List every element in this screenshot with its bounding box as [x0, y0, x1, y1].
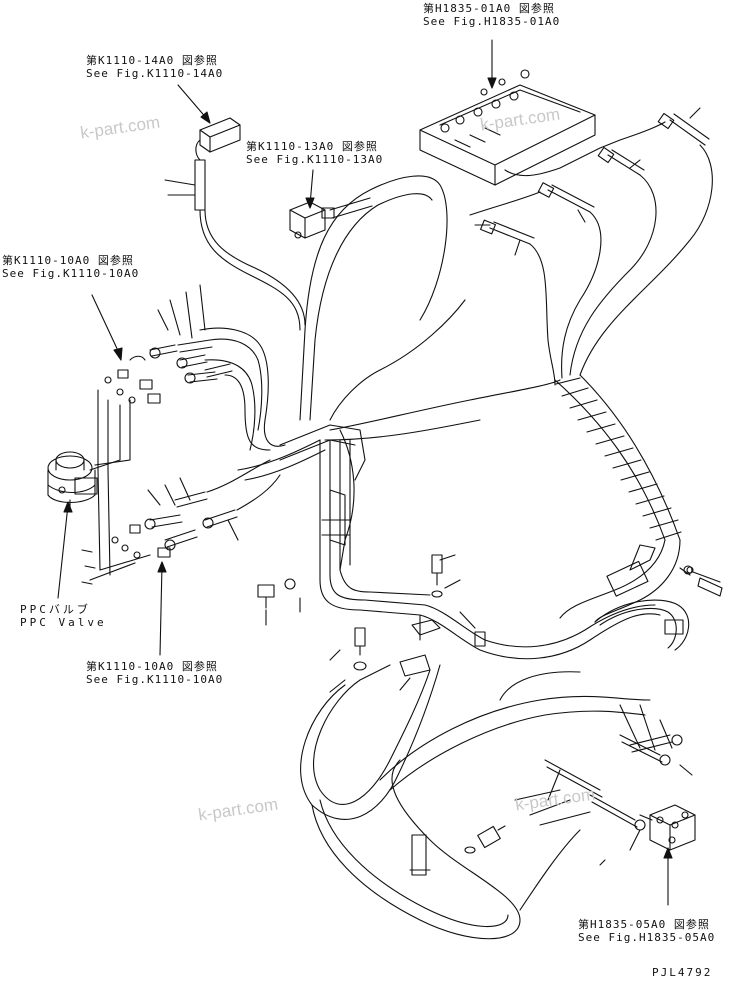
hoses-ppc-top-group: [104, 284, 286, 451]
ref-jp-text: 第H1835-05A0 図参照: [578, 918, 710, 931]
ref-en-text: See Fig.H1835-05A0: [578, 931, 716, 944]
ref-k1110-10a0-top: 第K1110-10A0 図参照 See Fig.K1110-10A0: [2, 254, 139, 280]
hose-fittings-bottom-right: [464, 566, 694, 866]
component-k1110-14a0: [164, 117, 241, 211]
control-block-bottom-right: [639, 804, 696, 851]
hoses-top-right-bundle: [469, 121, 713, 386]
ppc-valve-label: PPCバルブ PPC Valve: [20, 603, 107, 629]
ref-k1110-10a0-bottom: 第K1110-10A0 図参照 See Fig.K1110-10A0: [86, 660, 223, 686]
hose-fittings-top-right: [480, 107, 710, 256]
ref-k1110-13a0: 第K1110-13A0 図参照 See Fig.K1110-13A0: [246, 140, 383, 166]
hoses-ppc-bottom-group: [111, 459, 281, 559]
leader-ref-k1110-10a0-top: [91, 294, 121, 356]
ref-en-text: See Fig.H1835-01A0: [423, 15, 561, 28]
control-block-top-right: [419, 69, 596, 186]
leader-ref-k1110-10a0-bottom: [159, 564, 163, 656]
component-k1110-13a0: [289, 197, 373, 239]
ppc-valve-en: PPC Valve: [20, 616, 107, 629]
ref-en-text: See Fig.K1110-10A0: [86, 673, 224, 686]
ref-h1835-01a0: 第H1835-01A0 図参照 See Fig.H1835-01A0: [423, 2, 560, 28]
ref-en-text: See Fig.K1110-13A0: [246, 153, 384, 166]
ref-jp-text: 第H1835-01A0 図参照: [423, 2, 555, 15]
ref-jp-text: 第K1110-10A0 図参照: [2, 254, 134, 267]
drawing-number: PJL4792: [652, 966, 713, 979]
ref-jp-text: 第K1110-13A0 図参照: [246, 140, 378, 153]
leader-ppc-valve: [57, 504, 69, 599]
ref-en-text: See Fig.K1110-14A0: [86, 67, 224, 80]
hoses-lower-right: [559, 539, 723, 651]
hoses-center-bundle: [199, 175, 661, 660]
ref-k1110-14a0: 第K1110-14A0 図参照 See Fig.K1110-14A0: [86, 54, 223, 80]
valve-connection-lines: [89, 389, 151, 581]
bolts-and-clamps: [257, 554, 486, 693]
ppc-valve-jp: PPCバルブ: [20, 603, 91, 616]
spiral-guard: [554, 374, 682, 541]
hose-protector-center: [237, 424, 366, 571]
leader-ref-k1110-14a0: [177, 84, 209, 121]
ref-jp-text: 第K1110-10A0 図参照: [86, 660, 218, 673]
hose-lower-loop: [300, 664, 651, 940]
ref-h1835-05a0: 第H1835-05A0 図参照 See Fig.H1835-05A0: [578, 918, 715, 944]
ppc-valve: [47, 451, 98, 511]
ref-jp-text: 第K1110-14A0 図参照: [86, 54, 218, 67]
ref-en-text: See Fig.K1110-10A0: [2, 267, 140, 280]
